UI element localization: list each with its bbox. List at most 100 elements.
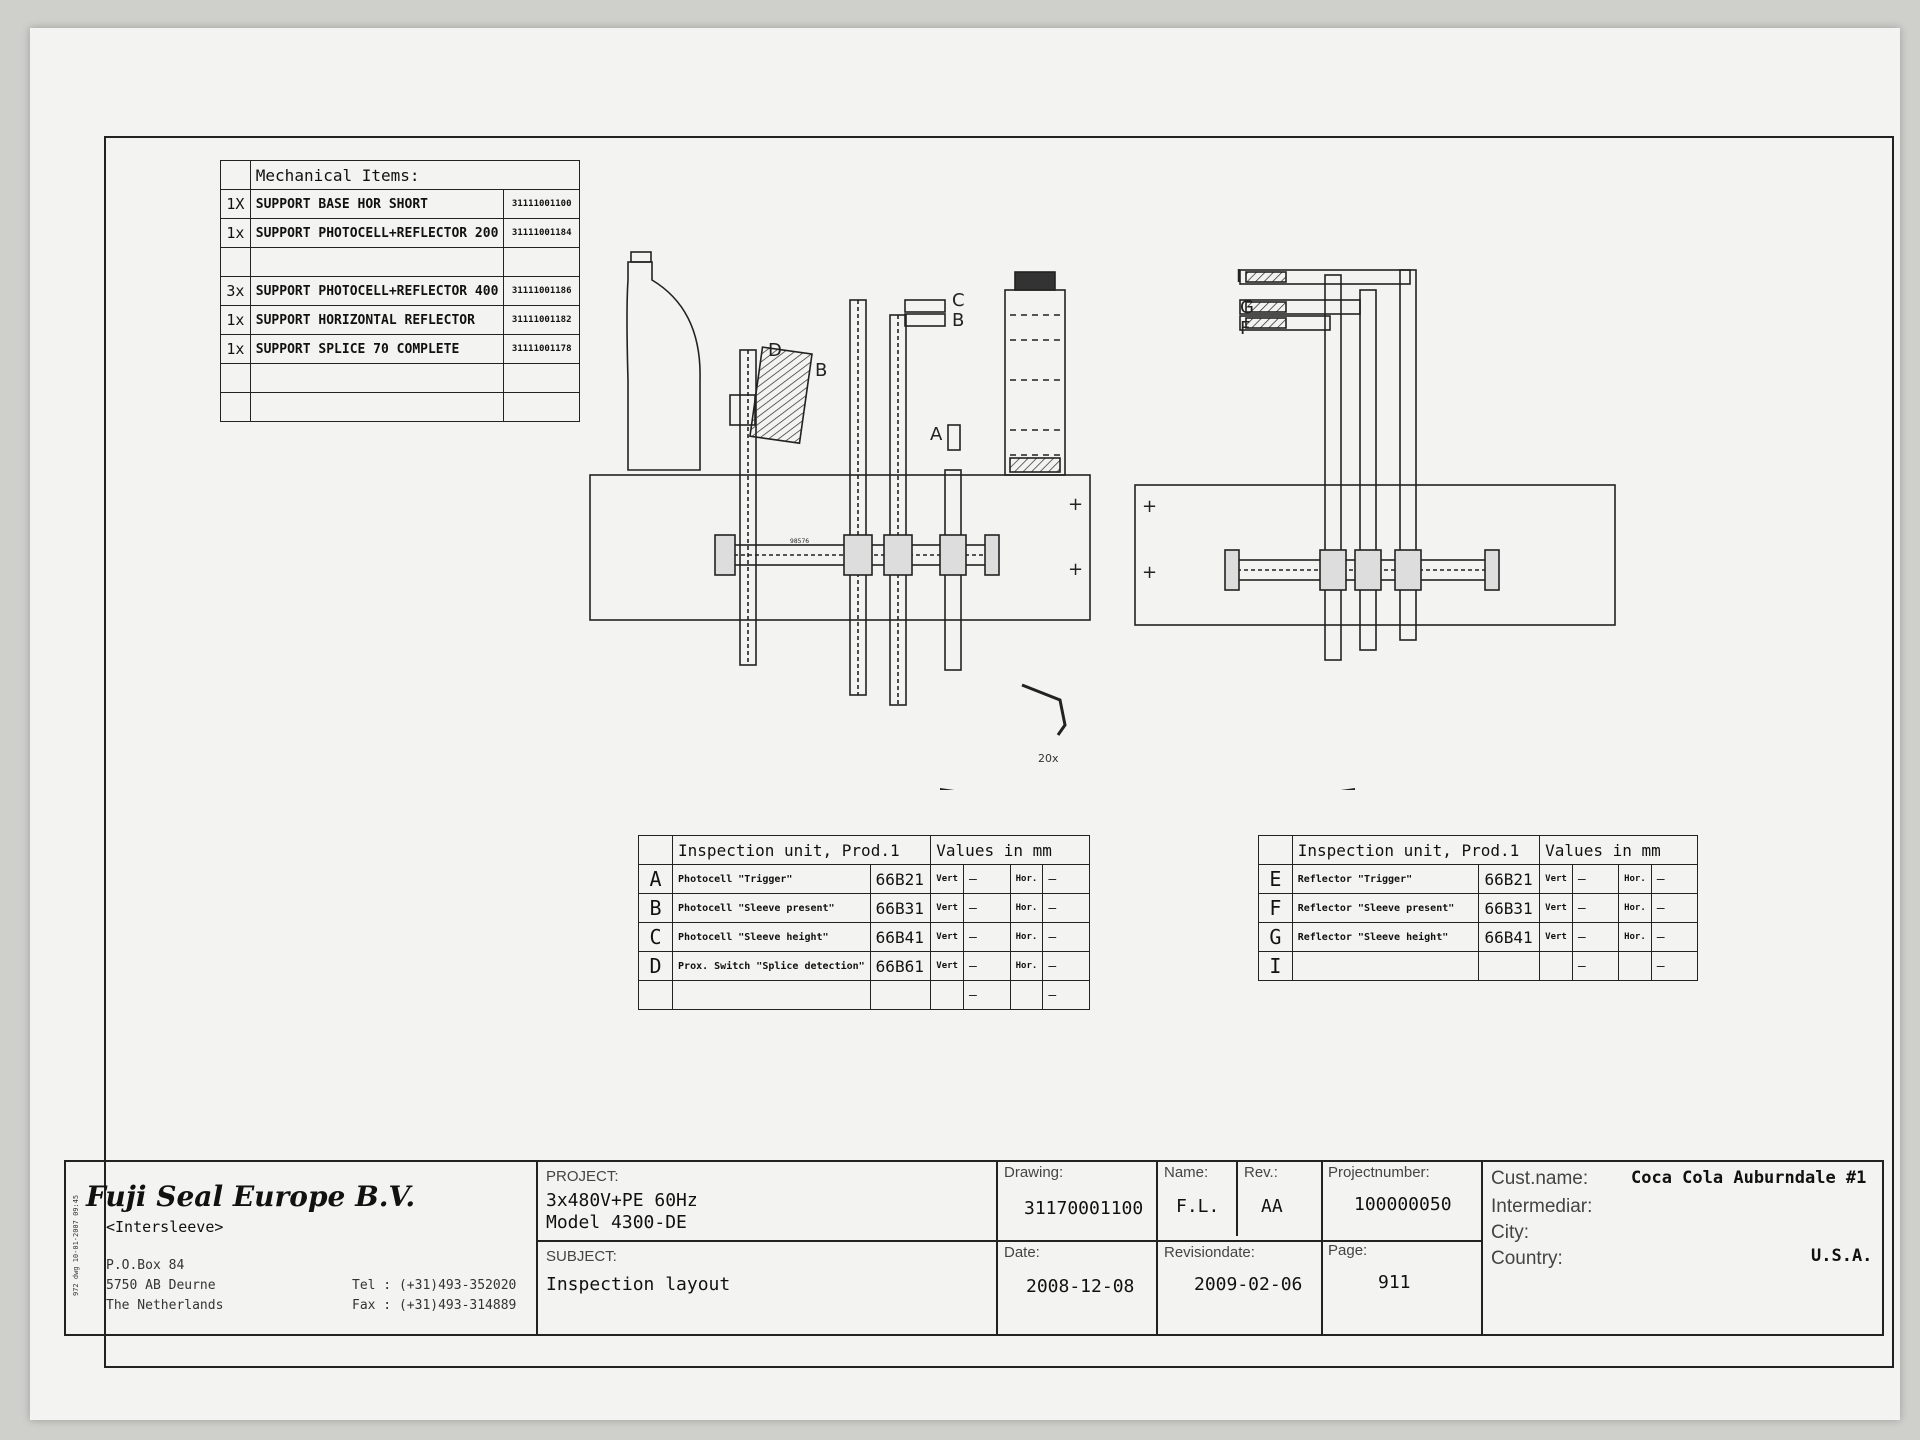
splice-detector: [749, 346, 813, 445]
left-sleeve-bottle: [626, 261, 701, 471]
clamp: [1319, 549, 1347, 591]
drawing-label: Drawing:: [1004, 1164, 1064, 1181]
label-i: I: [1236, 266, 1241, 287]
subject-label: SUBJECT:: [546, 1248, 617, 1265]
clamp: [714, 534, 736, 576]
values-header: Values in mm: [1539, 835, 1698, 865]
technical-drawing: + + C B D B A 98576 20x + + I G F: [589, 251, 1616, 790]
address-line: The Netherlands: [106, 1298, 224, 1313]
photocell-a: [947, 424, 961, 451]
bottle-ribs: [1010, 314, 1060, 456]
country-label: Country:: [1491, 1248, 1563, 1269]
reflector-g-arm: [1239, 299, 1361, 315]
inspection-title: Inspection unit, Prod.1: [672, 835, 932, 865]
clamp: [984, 534, 1000, 576]
mechanical-items-title: Mechanical Items:: [249, 160, 581, 190]
arrow-head: [1340, 788, 1355, 790]
address-line: 5750 AB Deurne: [106, 1278, 216, 1293]
handle-quantity: 20x: [1038, 752, 1059, 765]
rev-label: Rev.:: [1244, 1164, 1278, 1181]
bottle-base: [1009, 457, 1061, 473]
label-g: G: [1240, 297, 1254, 318]
clamp: [1224, 549, 1240, 591]
clamp-handle: [1021, 683, 1067, 736]
project-label: PROJECT:: [546, 1168, 619, 1185]
table-row: [220, 392, 580, 422]
mount-hole-marker: +: [1142, 496, 1157, 517]
mount-hole-marker: +: [1068, 494, 1083, 515]
country: U.S.A.: [1811, 1246, 1873, 1266]
drawing-number: 31170001100: [1024, 1198, 1144, 1219]
arrow-head: [940, 788, 955, 790]
intermediar-label: Intermediar:: [1491, 1196, 1593, 1217]
company-logo: Fuji Seal Europe B.V.: [86, 1180, 415, 1213]
drafter-name: F.L.: [1176, 1196, 1220, 1217]
label-d: D: [768, 340, 782, 361]
table-row: [220, 247, 580, 277]
post-i: [1324, 274, 1342, 661]
reflector-g: [1245, 301, 1287, 313]
clamp: [1484, 549, 1500, 591]
customer-name: Coca Cola Auburndale #1: [1631, 1168, 1867, 1188]
project-number: 100000050: [1354, 1194, 1452, 1215]
table-row: [220, 363, 580, 393]
label-f: F: [1240, 318, 1250, 339]
label-c: C: [952, 290, 965, 311]
clamp: [843, 534, 873, 576]
clamp: [939, 534, 967, 576]
table-row: I––: [1258, 951, 1699, 981]
city-label: City:: [1491, 1222, 1529, 1243]
company-name: Fuji Seal Europe B.V.: [86, 1180, 416, 1213]
detector-bracket: [729, 394, 756, 426]
name-label: Name:: [1164, 1164, 1209, 1181]
label-b: B: [952, 310, 964, 331]
project-line: 3x480V+PE 60Hz: [546, 1190, 698, 1211]
reflector-f-arm: [1239, 315, 1331, 331]
values-header: Values in mm: [930, 835, 1090, 865]
revision: AA: [1261, 1196, 1283, 1217]
revisiondate-label: Revisiondate:: [1164, 1244, 1255, 1261]
reflector-i-arm: [1239, 269, 1411, 285]
project-line: Model 4300-DE: [546, 1212, 687, 1233]
table-row: ––: [637, 980, 1090, 1010]
drawing-frame: [104, 136, 1894, 1368]
date-label: Date:: [1004, 1244, 1040, 1261]
revision-date: 2009-02-06: [1194, 1274, 1303, 1295]
fax: Fax : (+31)493-314889: [352, 1298, 517, 1313]
title-block: Fuji Seal Europe B.V. <Intersleeve> P.O.…: [64, 1160, 1884, 1336]
date: 2008-12-08: [1026, 1276, 1135, 1297]
subject: Inspection layout: [546, 1274, 731, 1295]
reflector-f: [1245, 317, 1287, 329]
customer-label: Cust.name:: [1491, 1168, 1589, 1189]
inspection-title: Inspection unit, Prod.1: [1291, 835, 1541, 865]
label-b-detector: B: [815, 360, 827, 381]
print-note: 972 dwg 10-01-2007 09:45: [72, 1194, 80, 1296]
reflector-i: [1245, 271, 1287, 283]
label-a: A: [930, 424, 943, 445]
right-bottle: [1004, 289, 1066, 476]
telephone: Tel : (+31)493-352020: [352, 1278, 517, 1293]
bottle-cap-right: [1014, 271, 1056, 291]
mount-hole-marker: +: [1068, 559, 1083, 580]
bottle-cap-left: [630, 251, 652, 263]
mount-hole-marker: +: [1142, 562, 1157, 583]
clamp: [1354, 549, 1382, 591]
right-base-plate: [1134, 484, 1616, 626]
left-base-plate: [589, 474, 1091, 621]
post-g: [1359, 289, 1377, 651]
